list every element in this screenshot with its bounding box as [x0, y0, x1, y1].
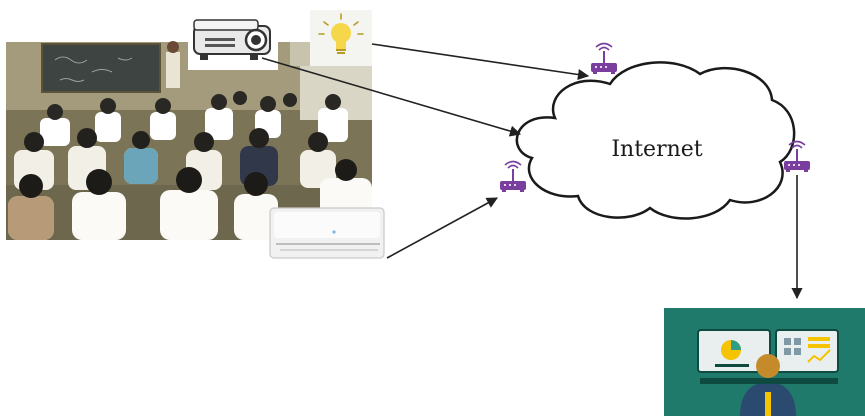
projector-icon: [188, 12, 278, 70]
monitoring-workstation-icon: [664, 308, 865, 416]
arrow-lamp-to-router: [371, 43, 590, 81]
cloud-icon: Internet: [515, 61, 796, 220]
wifi-router-icon: [590, 42, 618, 75]
air-conditioner-icon: [269, 207, 385, 259]
wifi-router-icon: [499, 160, 527, 193]
light-bulb-icon: [310, 10, 372, 66]
arrow-projector-to-internet: [261, 57, 522, 137]
arrow-ac-to-router: [386, 197, 498, 259]
cloud-label: Internet: [611, 137, 702, 162]
